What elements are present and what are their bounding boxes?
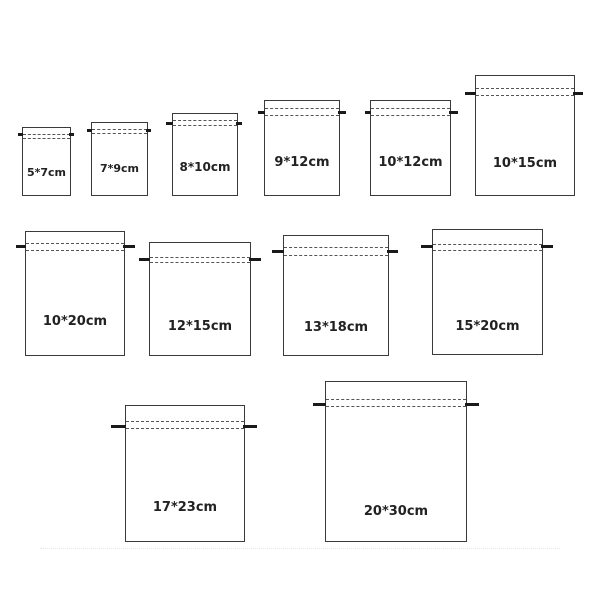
drawstring-cord-right <box>465 403 479 406</box>
drawstring-seam-bottom <box>284 255 388 256</box>
drawstring-cord-right <box>236 122 242 125</box>
drawstring-seam-top <box>23 134 70 135</box>
bag-outline: 10*12cm <box>365 100 458 196</box>
drawstring-cord-right <box>449 111 458 114</box>
bag-size-label: 13*18cm <box>303 319 369 335</box>
drawstring-seam-bottom <box>150 262 250 263</box>
drawstring-seam-top <box>326 399 466 400</box>
drawstring-cord-right <box>541 245 553 248</box>
bag-size-label: 7*9cm <box>99 161 140 175</box>
bag-outline: 7*9cm <box>87 122 151 196</box>
drawstring-seam-top <box>126 421 244 422</box>
bag-size-label: 5*7cm <box>26 165 67 179</box>
bag-outline: 10*20cm <box>16 231 135 356</box>
bag-outline: 12*15cm <box>139 242 261 356</box>
bag-size-label: 20*30cm <box>363 503 429 519</box>
bag-outline: 9*12cm <box>258 100 346 196</box>
drawstring-cord-left <box>18 133 23 136</box>
drawstring-seam-bottom <box>23 138 70 139</box>
bag-size-label: 10*12cm <box>378 154 443 170</box>
bag-outline: 15*20cm <box>421 229 553 355</box>
bag-size-label: 12*15cm <box>167 318 233 334</box>
drawstring-seam-bottom <box>326 406 466 407</box>
drawstring-cord-right <box>69 133 74 136</box>
bag-outline: 10*15cm <box>465 75 583 196</box>
drawstring-seam-bottom <box>371 115 450 116</box>
drawstring-seam-top <box>92 129 147 130</box>
bag-size-label: 8*10cm <box>179 160 231 174</box>
drawstring-cord-left <box>111 425 126 428</box>
bag-outline: 8*10cm <box>166 113 242 196</box>
bag-outline: 5*7cm <box>18 127 74 196</box>
bag-size-label: 10*15cm <box>492 155 558 171</box>
drawstring-cord-right <box>146 129 151 132</box>
drawstring-cord-left <box>16 245 26 248</box>
drawstring-cord-right <box>249 258 261 261</box>
drawstring-cord-left <box>313 403 326 406</box>
drawstring-cord-left <box>258 111 265 114</box>
bag-size-label: 15*20cm <box>455 318 520 334</box>
drawstring-seam-bottom <box>433 250 542 251</box>
bag-outline: 13*18cm <box>272 235 398 356</box>
drawstring-seam-top <box>371 108 450 109</box>
drawstring-cord-left <box>421 245 433 248</box>
drawstring-seam-bottom <box>26 250 124 251</box>
drawstring-cord-left <box>87 129 92 132</box>
drawstring-cord-left <box>139 258 150 261</box>
drawstring-cord-left <box>166 122 173 125</box>
drawstring-seam-bottom <box>476 95 574 96</box>
drawstring-seam-bottom <box>173 125 237 126</box>
drawstring-seam-top <box>433 244 542 245</box>
drawstring-cord-right <box>123 245 135 248</box>
drawstring-seam-top <box>284 247 388 248</box>
baseline-shadow <box>40 548 560 549</box>
drawstring-cord-left <box>272 250 284 253</box>
bag-outline: 20*30cm <box>313 381 479 542</box>
drawstring-cord-right <box>243 425 257 428</box>
drawstring-cord-right <box>338 111 346 114</box>
drawstring-seam-top <box>150 257 250 258</box>
drawstring-seam-bottom <box>92 133 147 134</box>
drawstring-cord-left <box>465 92 476 95</box>
drawstring-seam-top <box>26 243 124 244</box>
bag-size-label: 9*12cm <box>274 154 330 170</box>
bag-outline: 17*23cm <box>111 405 257 542</box>
drawstring-seam-top <box>173 120 237 121</box>
drawstring-seam-bottom <box>265 115 339 116</box>
drawstring-seam-top <box>265 108 339 109</box>
drawstring-cord-left <box>365 111 371 114</box>
drawstring-cord-right <box>573 92 583 95</box>
drawstring-seam-top <box>476 88 574 89</box>
drawstring-cord-right <box>387 250 398 253</box>
bag-size-label: 17*23cm <box>152 499 218 515</box>
bag-size-label: 10*20cm <box>42 313 108 329</box>
drawstring-seam-bottom <box>126 428 244 429</box>
